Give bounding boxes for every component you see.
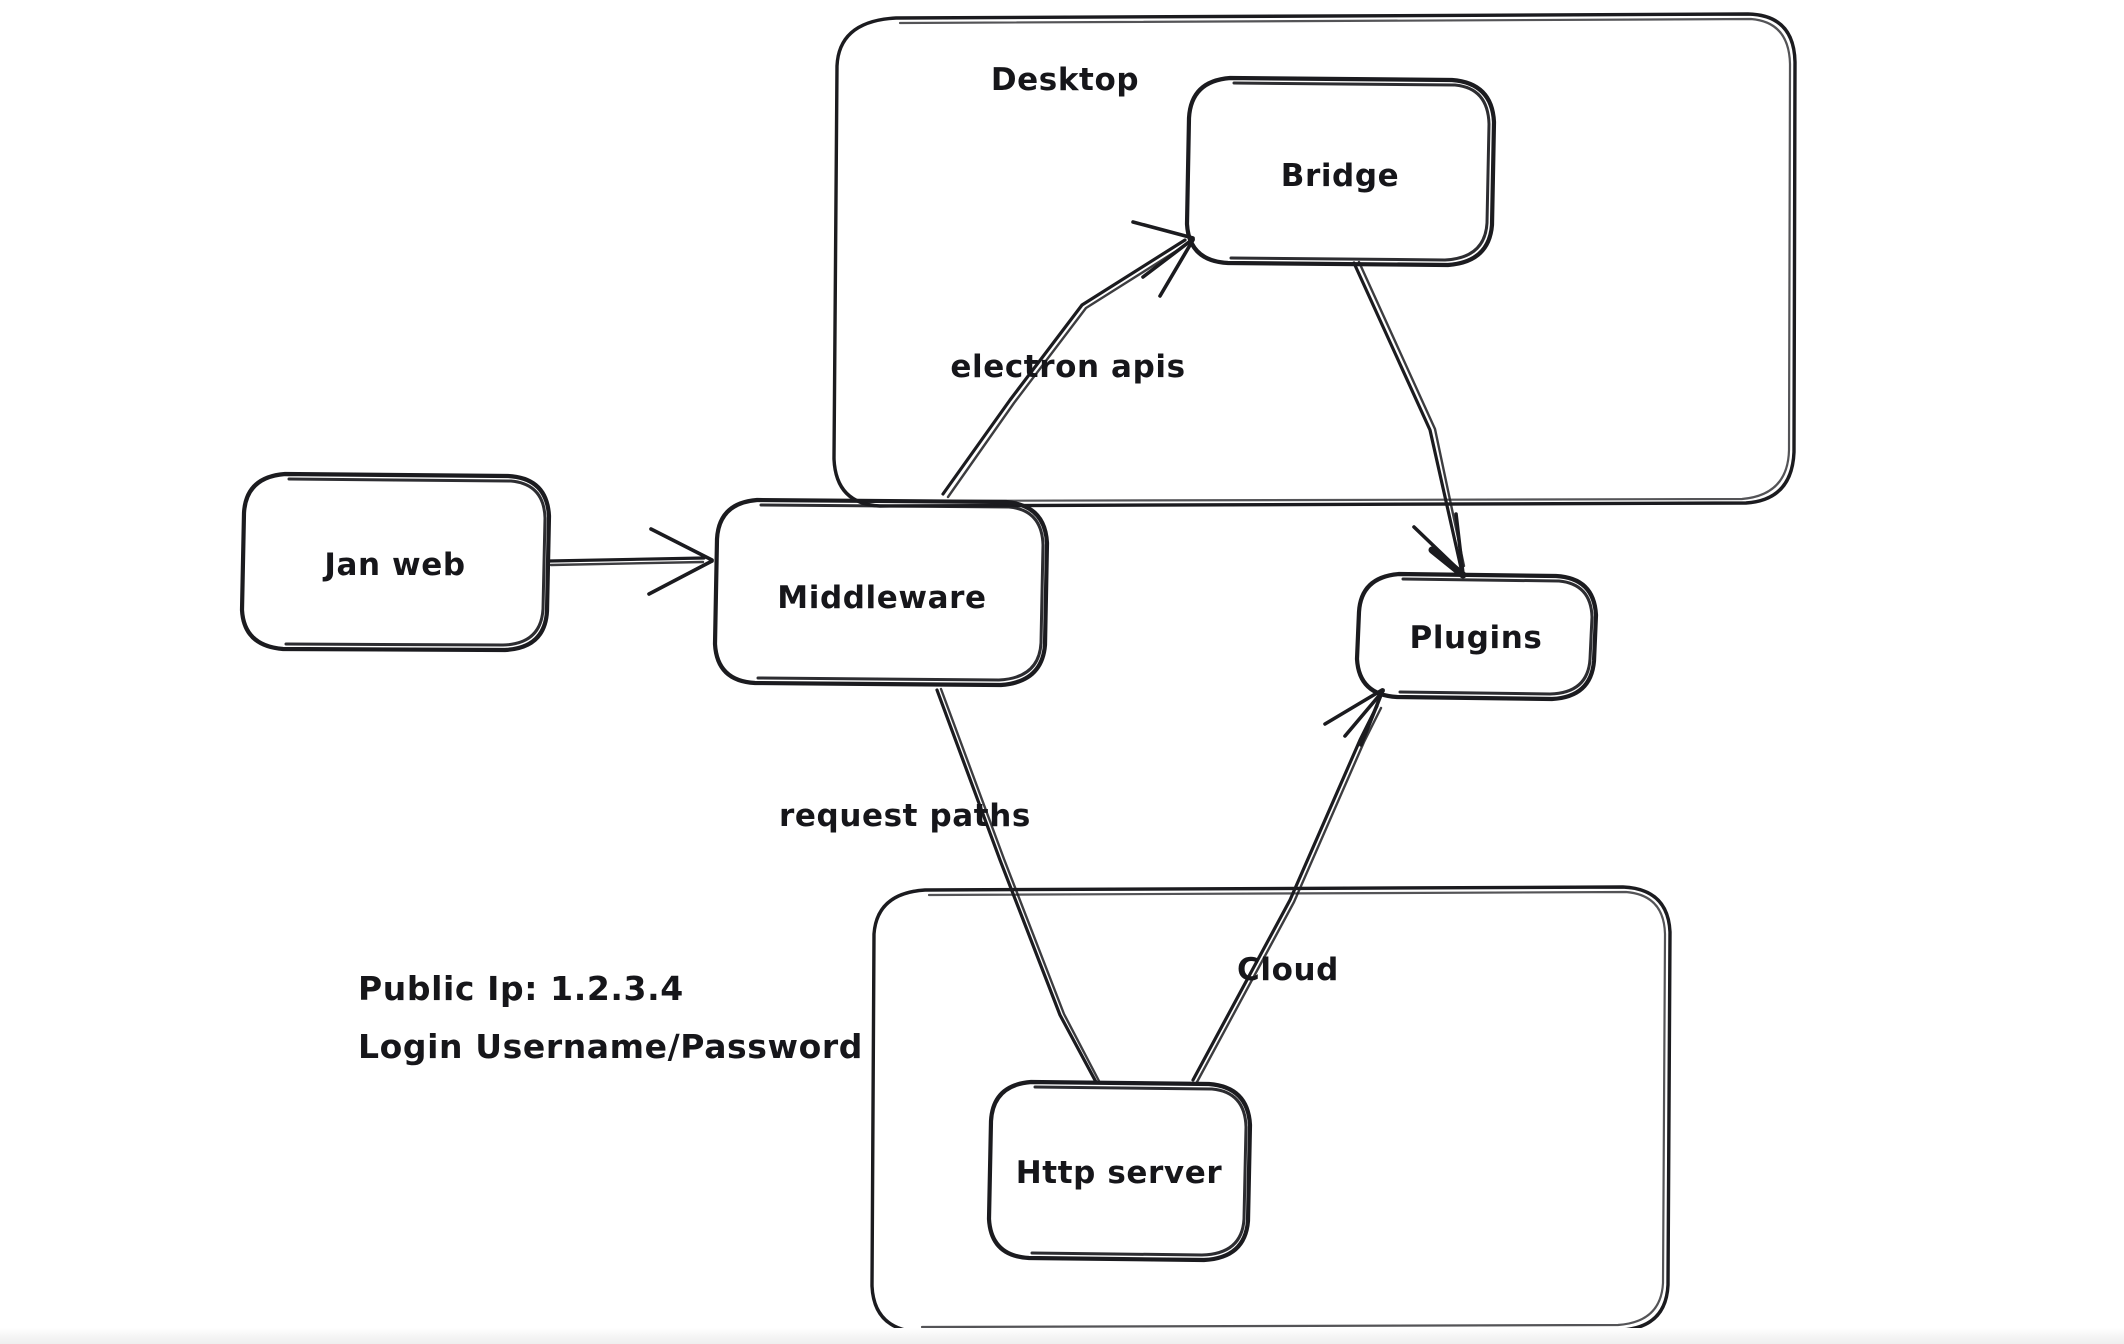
group-desktop[interactable] [832,12,1797,508]
node-bridge[interactable]: Bridge [1184,75,1497,268]
edge-label-cloud: Cloud [1237,952,1339,988]
node-http-server[interactable]: Http server [986,1079,1253,1263]
edge-httpserver-plugins[interactable] [1191,688,1385,1084]
note-login: Login Username/Password [358,1027,863,1066]
node-label-jan-web: Jan web [322,547,465,583]
edge-janweb-middleware[interactable] [547,527,714,596]
edge-label-request-paths: request paths [779,798,1031,834]
note-public-ip: Public Ip: 1.2.3.4 [358,969,684,1008]
node-jan-web[interactable]: Jan web [239,471,552,653]
edge-label-electron-apis: electron apis [950,349,1185,385]
node-label-middleware: Middleware [777,580,986,616]
edge-bridge-plugins[interactable] [1352,260,1467,579]
node-label-http-server: Http server [1016,1155,1223,1191]
node-middleware[interactable]: Middleware [712,497,1050,688]
edge-middleware-httpserver[interactable] [935,687,1101,1084]
bottom-edge-strip [0,1328,2124,1344]
node-label-bridge: Bridge [1281,158,1400,194]
node-plugins[interactable]: Plugins [1354,571,1599,702]
node-label-plugins: Plugins [1410,620,1543,656]
edge-middleware-bridge[interactable] [941,220,1195,499]
group-label-desktop: Desktop [991,62,1139,98]
note-block: Public Ip: 1.2.3.4 Login Username/Passwo… [358,969,863,1066]
